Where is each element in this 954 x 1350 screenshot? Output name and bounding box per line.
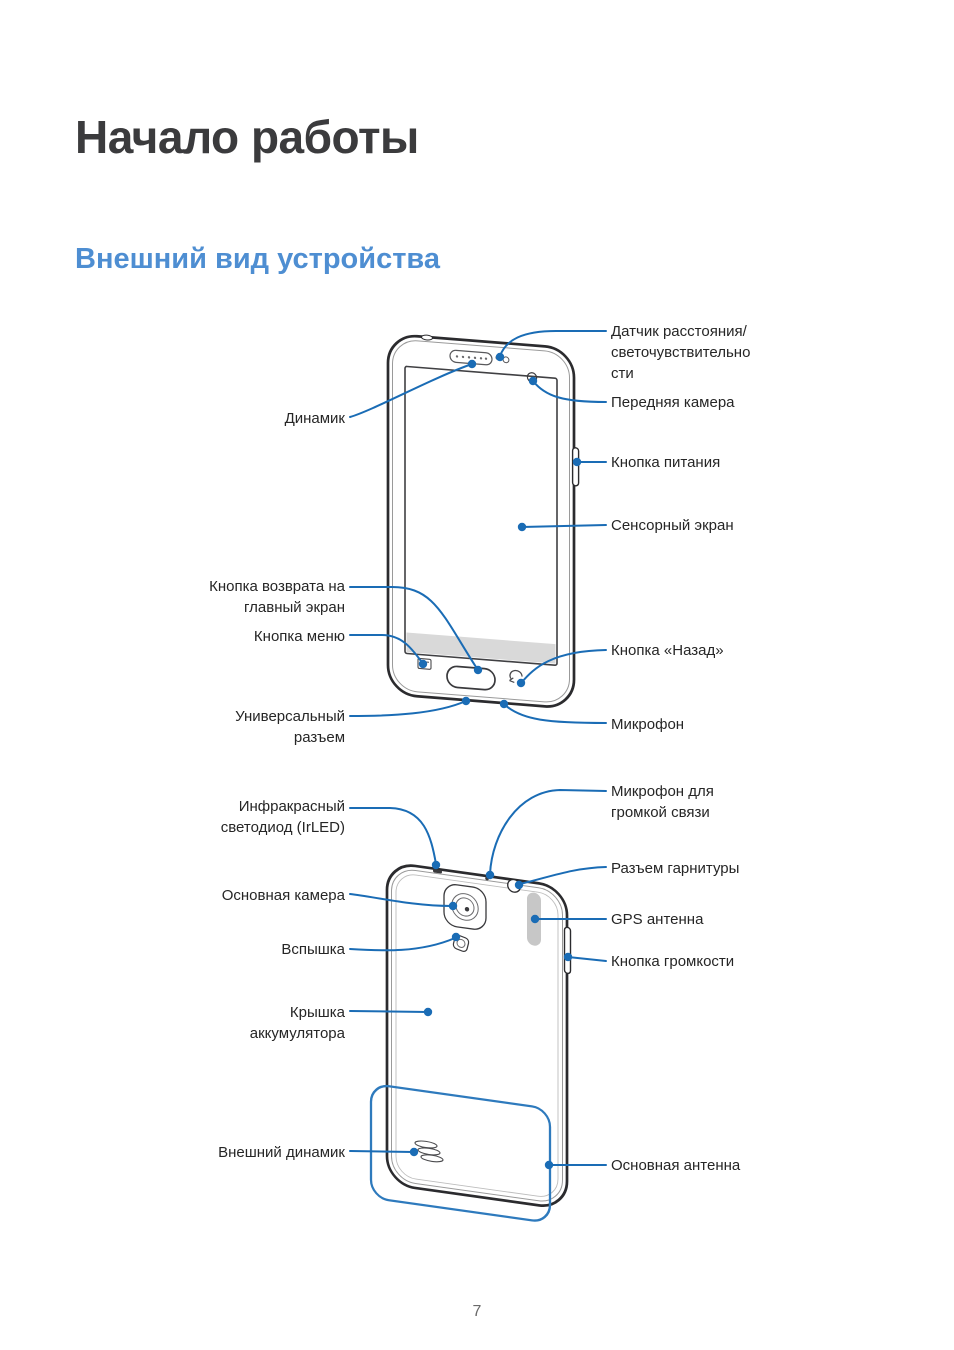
external-speaker-grille [414,1140,444,1163]
callout-multipurpose-jack: Универсальный разъем [235,707,345,746]
callout-home-key: Кнопка возврата на главный экран [209,578,345,616]
back-phone-illustration [369,864,572,1222]
callout-headset-jack: Разъем гарнитуры [611,859,740,877]
callout-main-antenna: Основная антенна [611,1156,741,1174]
volume-key-shape [563,926,572,975]
callout-front-camera: Передняя камера [611,393,735,411]
back-body-inner-line [391,869,563,1202]
callout-battery-cover: Крышка аккумулятора [249,1003,345,1042]
callout-microphone: Микрофон [611,715,685,733]
top-jack-icon [421,334,433,341]
callout-power-key: Кнопка питания [611,453,721,471]
callout-leader-lines [349,330,607,1166]
battery-cover-seam [395,874,559,1197]
callout-back-key: Кнопка «Назад» [611,641,724,659]
callout-volume-key: Кнопка громкости [611,952,735,970]
callout-external-speaker: Внешний динамик [218,1143,345,1161]
page-title: Начало работы [75,111,419,163]
back-body [385,864,569,1208]
screen-bottom-shade [406,632,556,664]
callout-menu-key: Кнопка меню [253,627,345,645]
ir-led-slot [433,869,442,874]
screen [404,365,558,666]
home-key-shape [446,665,496,691]
callout-proximity-light-sensor: Датчик расстояния/ светочувствительно ст… [611,323,751,382]
callout-speaker: Динамик [284,409,345,427]
section-title: Внешний вид устройства [75,243,441,275]
front-body-inner-line [392,340,570,703]
callout-dots [409,352,582,1170]
callout-speakerphone-mic: Микрофон для громкой связи [611,783,714,821]
page-number: 7 [472,1303,482,1320]
front-phone-illustration [386,334,580,708]
power-key-shape [571,447,580,487]
callout-gps-antenna: GPS антенна [611,910,704,928]
callout-touch-screen: Сенсорный экран [611,516,734,534]
callout-flash: Вспышка [281,940,345,958]
callout-ir-led: Инфракрасный светодиод (IrLED) [220,797,345,836]
back-key-icon [509,669,523,683]
callout-rear-camera: Основная камера [221,886,345,904]
